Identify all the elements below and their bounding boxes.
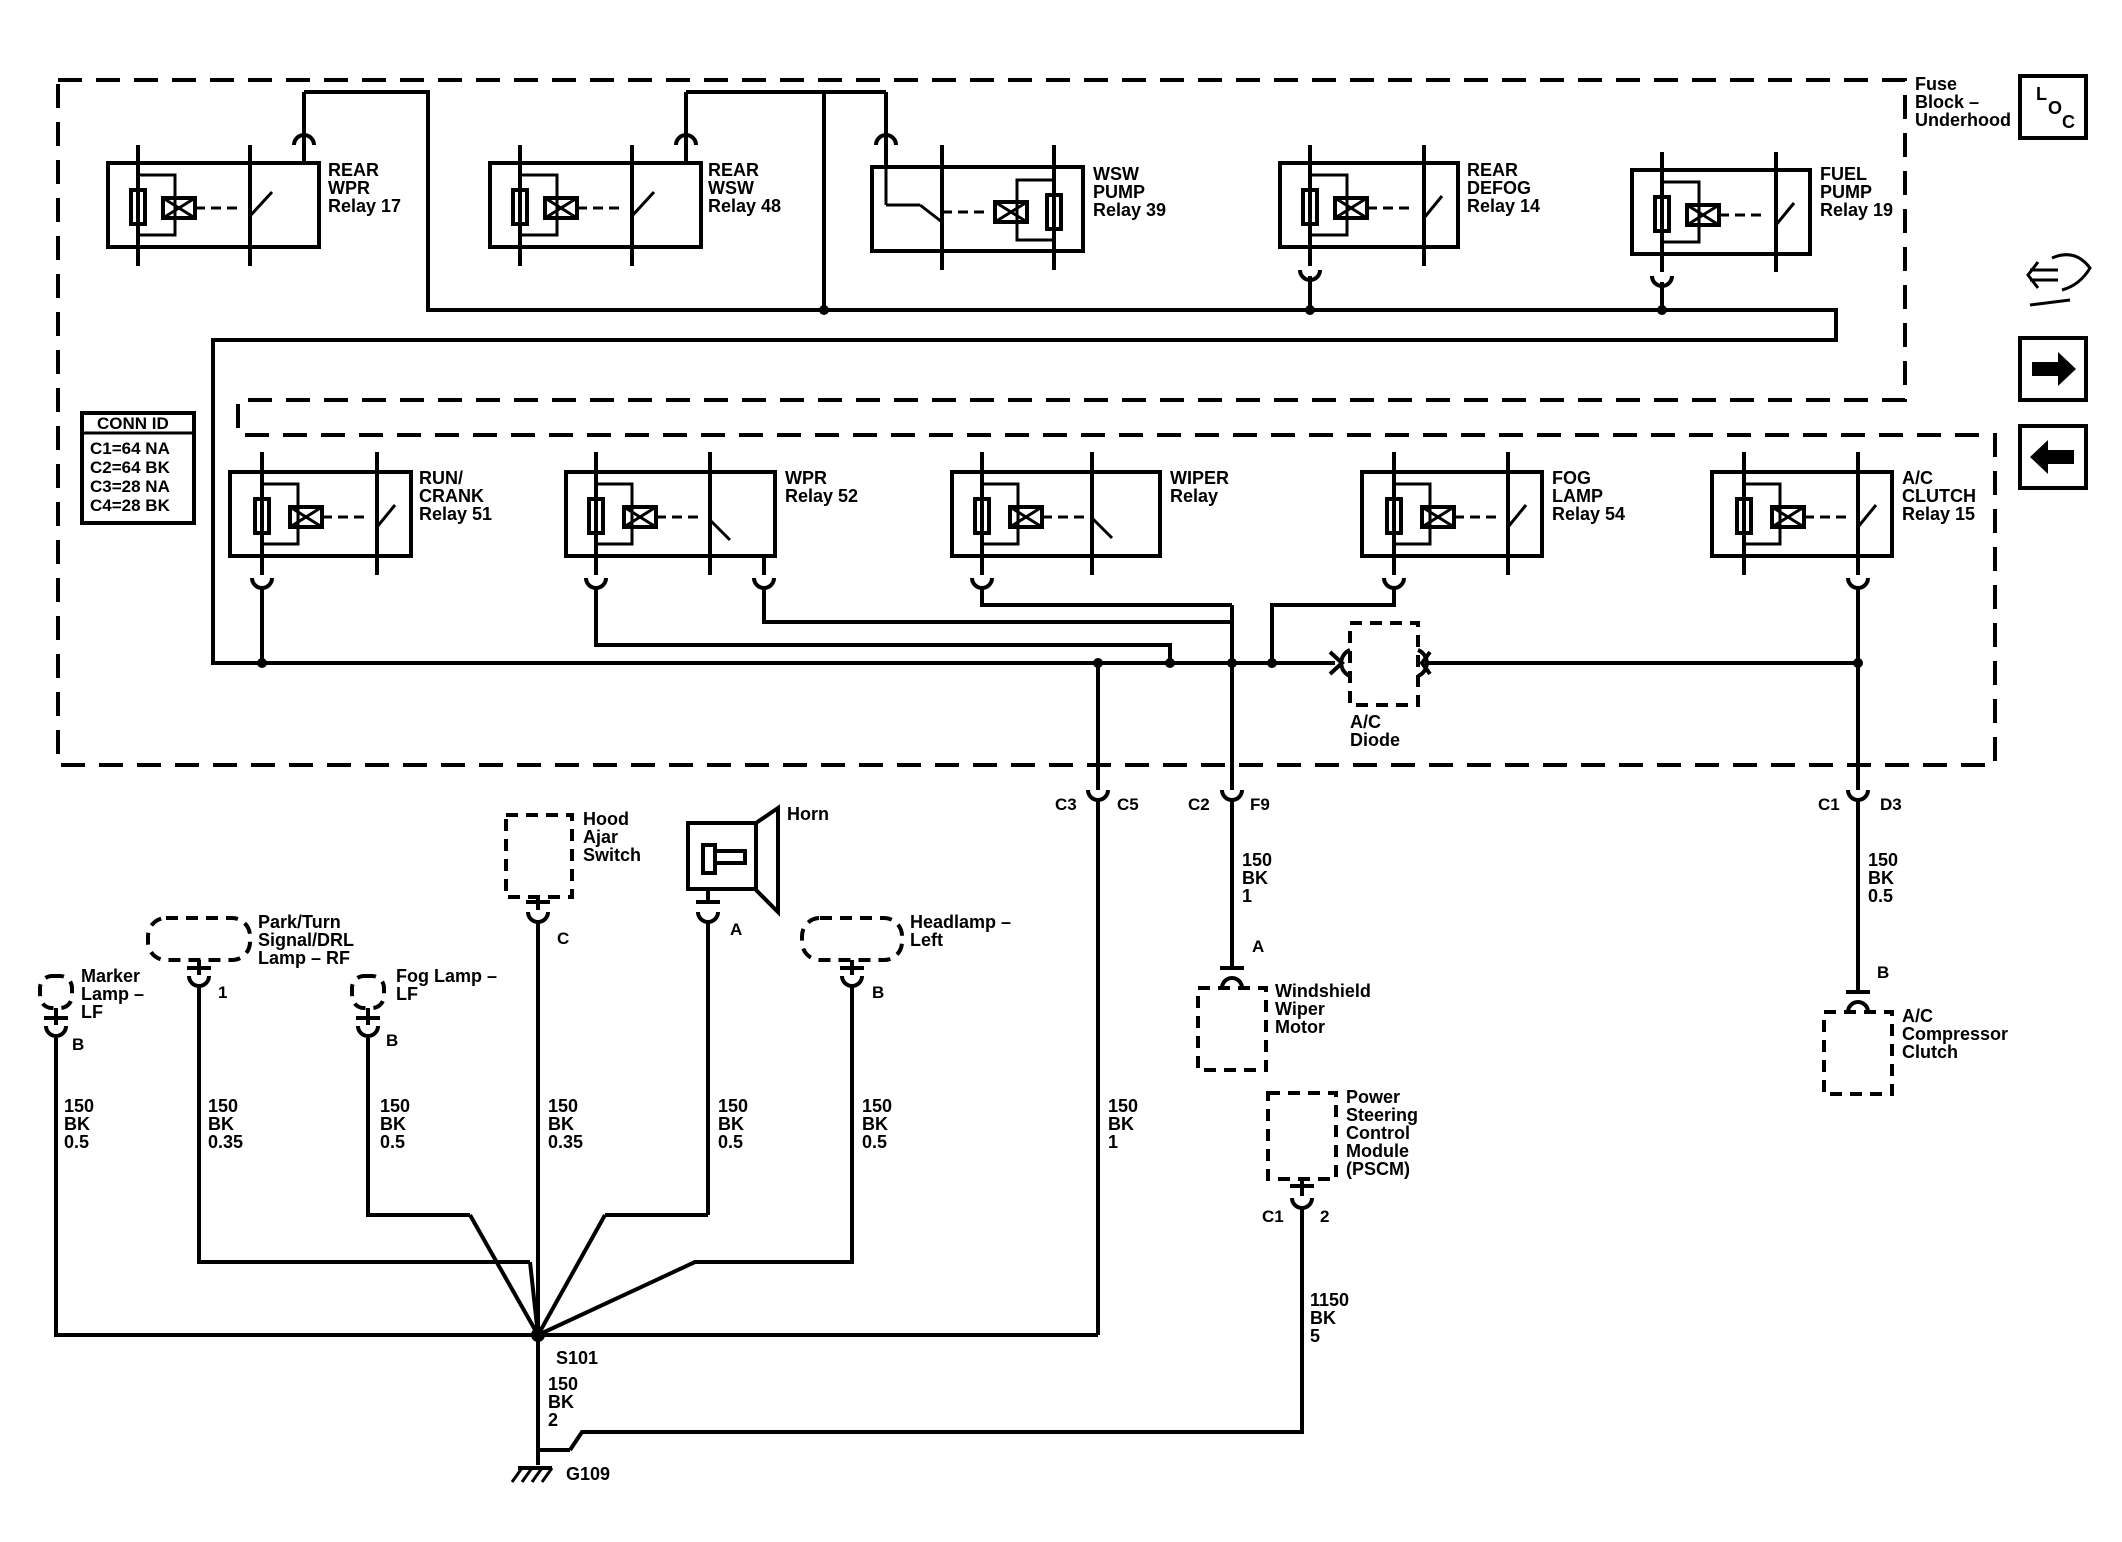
connector-c2: C2 [1188, 795, 1210, 814]
fog-lamp-label: Fog Lamp – LF [396, 966, 502, 1004]
relay-rear-wpr [106, 92, 321, 266]
splice-label: S101 [556, 1348, 598, 1368]
wire-label-park: 150 BK 0.35 [208, 1096, 243, 1152]
ground-fan-wires [468, 1213, 1098, 1337]
relay-wiper [950, 452, 1232, 607]
pscm-module [568, 1091, 1338, 1452]
relay-run-crank [228, 452, 413, 668]
connector-hood-c: C [557, 929, 569, 948]
wire-label-d3: 150 BK 0.5 [1868, 850, 1903, 906]
relay-wsw-pump [870, 92, 1085, 270]
top-bus-wires [211, 90, 1838, 665]
hood-switch-label: Hood Ajar Switch [583, 809, 641, 865]
wire-label-pscm: 1150 BK 5 [1310, 1290, 1354, 1346]
next-page-button[interactable] [2018, 336, 2088, 402]
horn [686, 804, 780, 1215]
wire-label-marker: 150 BK 0.5 [64, 1096, 99, 1152]
hood-ajar-switch [504, 813, 574, 1335]
connector-horn-a: A [730, 920, 742, 939]
connector-park-1: 1 [218, 983, 227, 1002]
compressor-label: A/C Compressor Clutch [1902, 1006, 2013, 1062]
marker-lamp-label: Marker Lamp – LF [81, 966, 149, 1022]
conn-id-title: CONN ID [97, 414, 169, 433]
ac-diode-label: A/C Diode [1350, 712, 1400, 750]
relay-fog-lamp-label: FOG LAMP Relay 54 [1552, 468, 1625, 524]
relay-wiper-label: WIPER Relay [1170, 468, 1234, 506]
svg-text:C4=28 BK: C4=28 BK [90, 496, 171, 515]
relay-rear-wsw [488, 92, 703, 266]
relay-ac-clutch-label: A/C CLUTCH Relay 15 [1902, 468, 1981, 524]
relay-rear-defog [1278, 145, 1460, 282]
splice-s101 [531, 1328, 570, 1465]
relay-ac-clutch [1710, 452, 1894, 790]
svg-text:O: O [2048, 98, 2062, 118]
connector-c2-f9 [1220, 789, 1244, 955]
svg-text:L: L [2036, 84, 2047, 104]
connector-wiper-a: A [1252, 937, 1264, 956]
fog-lamp-lf [350, 974, 470, 1217]
relay-wpr-52-label: WPR Relay 52 [785, 468, 858, 506]
ground-label: G109 [566, 1464, 610, 1484]
connector-comp-b: B [1877, 963, 1889, 982]
svg-text:C2=64 BK: C2=64 BK [90, 458, 171, 477]
connector-c1: C1 [1818, 795, 1840, 814]
marker-lamp-lf [38, 974, 538, 1337]
connector-d3: D3 [1880, 795, 1902, 814]
headlamp-left [537, 916, 904, 1337]
relay-fuel-pump-label: FUEL PUMP Relay 19 [1820, 164, 1893, 220]
connector-c3-c5 [1086, 789, 1110, 1335]
conn-id-table: CONN ID C1=64 NA C2=64 BK C3=28 NA C4=28… [80, 411, 196, 525]
relay-fog-lamp [1270, 452, 1544, 663]
park-lamp-label: Park/Turn Signal/DRL Lamp – RF [258, 912, 359, 968]
wire-label-f9: 150 BK 1 [1242, 850, 1277, 906]
relay-rear-wsw-label: REAR WSW Relay 48 [708, 160, 781, 216]
svg-text:C: C [2062, 112, 2075, 132]
lower-bus-wires [1093, 605, 1858, 790]
ac-diode [1320, 621, 1437, 707]
connector-c1-d3 [1846, 789, 1870, 980]
headlamp-label: Headlamp – Left [910, 912, 1016, 950]
pscm-label: Power Steering Control Module (PSCM) [1346, 1087, 1423, 1179]
connector-pscm-2: 2 [1320, 1207, 1329, 1226]
wire-label-ground: 150 BK 2 [548, 1374, 583, 1430]
connector-f9: F9 [1250, 795, 1270, 814]
connector-head-b: B [872, 983, 884, 1002]
previous-page-button[interactable] [2018, 424, 2088, 490]
fuse-block-label: Fuse Block – Underhood [1915, 74, 2011, 130]
fuse-block-outline [56, 78, 1997, 767]
relay-rear-defog-label: REAR DEFOG Relay 14 [1467, 160, 1540, 216]
component-locator-icon[interactable] [2026, 253, 2092, 307]
connector-marker-b: B [72, 1035, 84, 1054]
wire-label-horn: 150 BK 0.5 [718, 1096, 753, 1152]
relay-run-crank-label: RUN/ CRANK Relay 51 [419, 468, 492, 524]
connector-c3: C3 [1055, 795, 1077, 814]
connector-pscm-c1: C1 [1262, 1207, 1284, 1226]
ac-compressor-clutch [1822, 980, 1894, 1096]
relay-wsw-pump-label: WSW PUMP Relay 39 [1093, 164, 1166, 220]
relay-fuel-pump [1630, 152, 1812, 288]
svg-text:C1=64 NA: C1=64 NA [90, 439, 170, 458]
ground-g109-icon [510, 1466, 554, 1483]
svg-text:C3=28 NA: C3=28 NA [90, 477, 170, 496]
loc-icon[interactable]: L O C [2018, 74, 2088, 140]
relay-rear-wpr-label: REAR WPR Relay 17 [328, 160, 401, 216]
connector-c5: C5 [1117, 795, 1139, 814]
wire-label-fog: 150 BK 0.5 [380, 1096, 415, 1152]
wire-label-c5: 150 BK 1 [1108, 1096, 1143, 1152]
wire-label-headlamp: 150 BK 0.5 [862, 1096, 897, 1152]
wire-label-hood: 150 BK 0.35 [548, 1096, 583, 1152]
horn-label: Horn [787, 804, 829, 824]
connector-fog-b: B [386, 1031, 398, 1050]
windshield-wiper-motor [1196, 955, 1268, 1072]
park-turn-lamp-rf [146, 916, 530, 1264]
wiper-motor-label: Windshield Wiper Motor [1275, 981, 1376, 1037]
